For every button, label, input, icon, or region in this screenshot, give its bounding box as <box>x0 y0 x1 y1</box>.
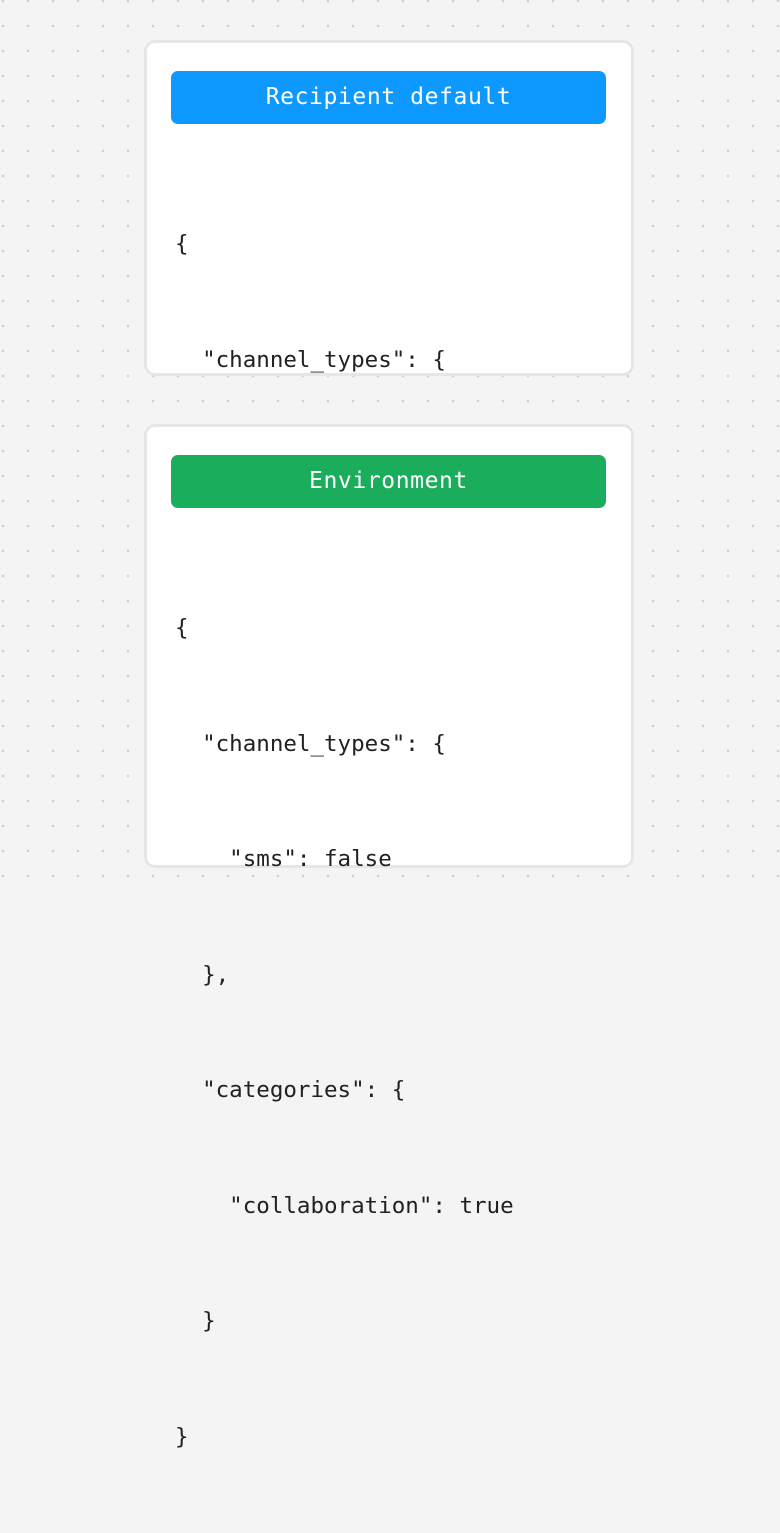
code-block-environment: { "channel_types": { "sms": false }, "ca… <box>175 532 619 1533</box>
card-header-label-recipient-default: Recipient default <box>265 84 512 110</box>
code-line: { <box>175 231 189 257</box>
diagram-canvas: Recipient default { "channel_types": { "… <box>0 0 780 1450</box>
code-line: "channel_types": { <box>175 346 446 373</box>
code-line: "sms": false <box>175 846 392 872</box>
card-environment[interactable]: Environment { "channel_types": { "sms": … <box>144 424 634 1450</box>
card-header-environment[interactable]: Environment <box>171 455 606 508</box>
code-line: } <box>175 1423 189 1450</box>
code-line: } <box>175 1308 216 1334</box>
card-recipient-default[interactable]: Recipient default { "channel_types": { "… <box>144 40 634 719</box>
code-line: "collaboration": true <box>175 1192 514 1219</box>
card-header-label-environment: Environment <box>309 468 468 494</box>
card-header-recipient-default[interactable]: Recipient default <box>171 71 606 124</box>
code-line: "channel_types": { <box>175 730 446 757</box>
code-line: }, <box>175 961 230 988</box>
code-line: { <box>175 615 189 641</box>
code-line: "categories": { <box>175 1077 406 1103</box>
